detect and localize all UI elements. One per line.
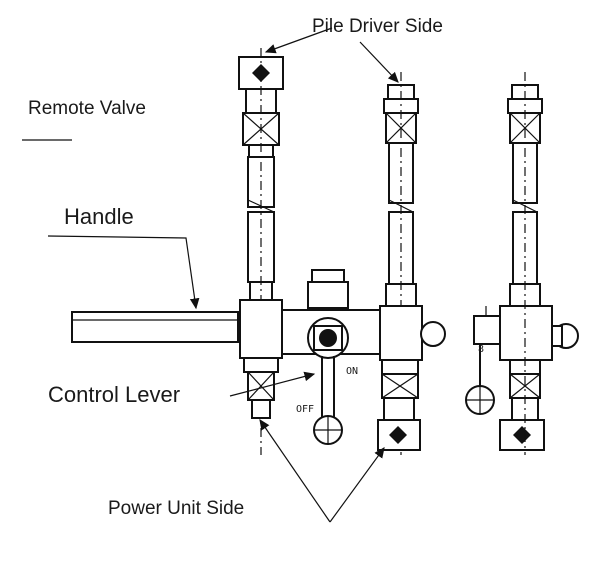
pile-driver-side-label: Pile Driver Side <box>312 16 443 37</box>
left-hose-assembly <box>238 48 284 455</box>
off-marking: OFF <box>296 404 314 415</box>
power-unit-side-label: Power Unit Side <box>108 498 244 519</box>
remote-valve-label: Remote Valve <box>28 98 146 119</box>
handle-tube <box>71 311 239 343</box>
on-marking: ON <box>346 366 358 377</box>
control-lever-label: Control Lever <box>48 382 180 407</box>
valve-body <box>239 269 446 451</box>
small-marking: 8 <box>478 344 484 355</box>
side-view-assembly <box>465 72 579 455</box>
right-hose-assembly <box>383 72 419 455</box>
callout-lines <box>47 27 399 523</box>
control-lever <box>313 356 343 445</box>
handle-label: Handle <box>64 204 134 229</box>
